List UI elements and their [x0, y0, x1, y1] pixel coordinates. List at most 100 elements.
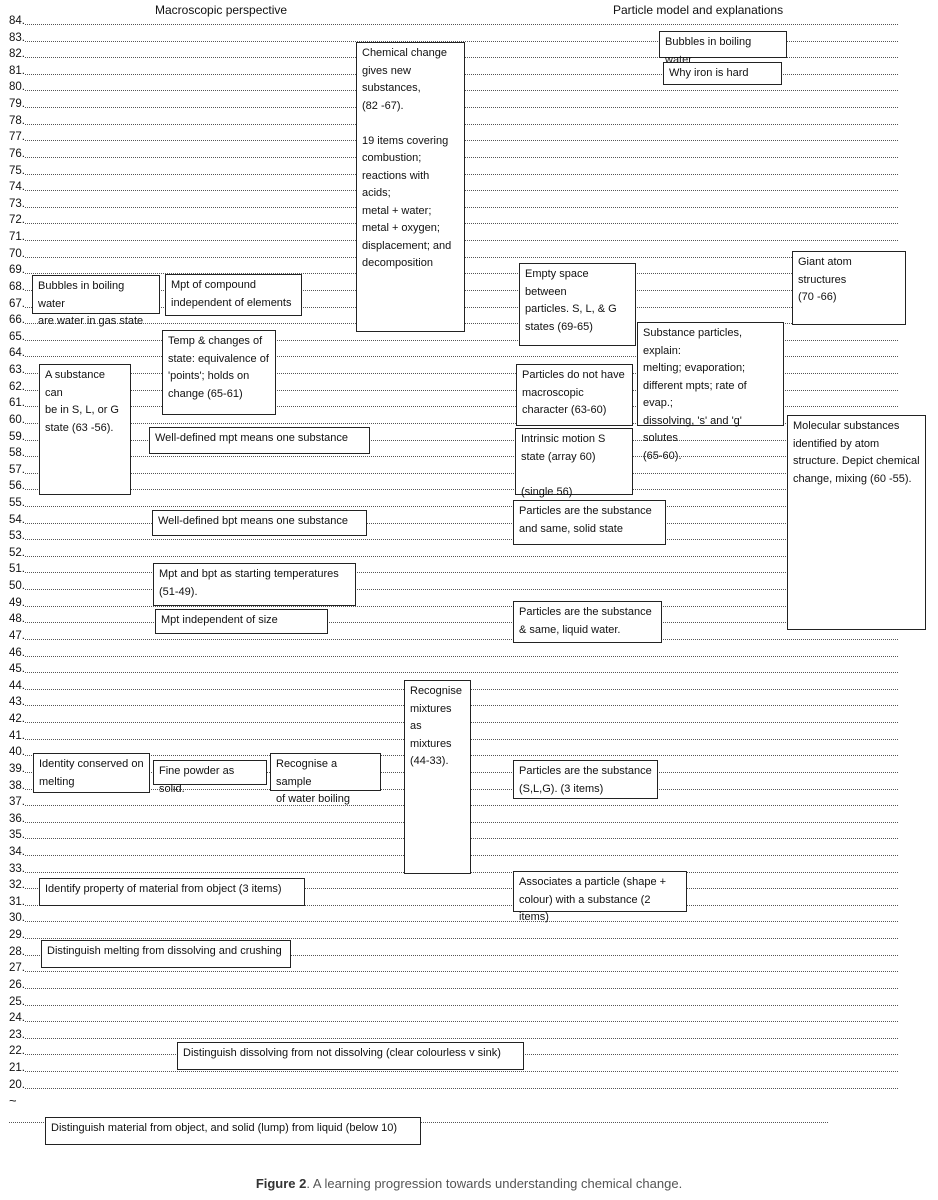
mpt-size-box: Mpt independent of size — [155, 609, 328, 634]
bubbles-boiling-particle-box: Bubbles in boiling water — [659, 31, 787, 66]
scale-row: 71. — [0, 229, 938, 245]
scale-row-label: 81. — [9, 64, 25, 77]
scale-row-label: 33. — [9, 862, 25, 875]
scale-row-dotted-line — [25, 1004, 898, 1006]
molecular-substances-box: Molecular substances identified by atom … — [787, 415, 926, 630]
scale-row: 75. — [0, 163, 938, 179]
scale-row-label: 50. — [9, 580, 25, 593]
scale-row-label: 39. — [9, 762, 25, 775]
scale-row-label: 69. — [9, 264, 25, 277]
scale-row: 73. — [0, 196, 938, 212]
scale-row-label: 20. — [9, 1078, 25, 1091]
scale-row-label: 51. — [9, 563, 25, 576]
scale-row-dotted-line — [25, 1071, 898, 1073]
empty-space-box: Empty space between particles. S, L, & G… — [519, 263, 636, 346]
scale-row-dotted-line — [25, 439, 898, 441]
scale-row-dotted-line — [25, 938, 898, 940]
scale-row: 83. — [0, 30, 938, 46]
scale-row-label: 37. — [9, 796, 25, 809]
scale-row-dotted-line — [25, 921, 898, 923]
scale-row-dotted-line — [25, 605, 898, 607]
scale-row-label: 76. — [9, 147, 25, 160]
well-defined-mpt-box: Well-defined mpt means one substance — [149, 427, 370, 454]
scale-row-label: 58. — [9, 447, 25, 460]
scale-row-label: 75. — [9, 164, 25, 177]
scale-row-dotted-line — [25, 389, 898, 391]
scale-row: 23. — [0, 1027, 938, 1043]
scale-row: 28. — [0, 944, 938, 960]
scale-row-label: 45. — [9, 663, 25, 676]
scale-row-dotted-line — [25, 40, 898, 42]
scale-row-label: 46. — [9, 646, 25, 659]
scale-row: 84. — [0, 13, 938, 29]
scale-row-label: 60. — [9, 413, 25, 426]
mpt-bpt-start-box: Mpt and bpt as starting temperatures (51… — [153, 563, 356, 606]
scale-row-label: 30. — [9, 912, 25, 925]
particles-liquid-box: Particles are the substance & same, liqu… — [513, 601, 662, 643]
scale-row: 57. — [0, 462, 938, 478]
scale-row-label: 83. — [9, 31, 25, 44]
scale-row-label: 77. — [9, 131, 25, 144]
scale-row-label: 22. — [9, 1045, 25, 1058]
scale-row-dotted-line — [25, 622, 898, 624]
scale-row: 56. — [0, 478, 938, 494]
scale-row: 63. — [0, 362, 938, 378]
scale-row-label: 82. — [9, 48, 25, 61]
scale-row-label: 52. — [9, 546, 25, 559]
associates-particle-box: Associates a particle (shape + colour) w… — [513, 871, 687, 923]
scale-row-label: 24. — [9, 1012, 25, 1025]
figure-caption-text: . A learning progression towards underst… — [306, 1176, 683, 1191]
scale-row-label: 66. — [9, 314, 25, 327]
particles-solid-box: Particles are the substance and same, so… — [513, 500, 666, 545]
scale-row-label: 25. — [9, 995, 25, 1008]
scale-row: 55. — [0, 495, 938, 511]
scale-row-dotted-line — [25, 589, 898, 591]
figure-caption-label: Figure 2 — [255, 1176, 307, 1191]
scale-row-label: 34. — [9, 846, 25, 858]
scale-row: 65. — [0, 329, 938, 345]
scale-row-label: 73. — [9, 197, 25, 210]
scale-row-label: 31. — [9, 895, 25, 908]
scale-row-dotted-line — [25, 456, 898, 458]
substance-states-box: A substance can be in S, L, or G state (… — [39, 364, 131, 495]
scale-row-label: 44. — [9, 679, 25, 692]
scale-row-label: 42. — [9, 713, 25, 726]
scale-row-label: 67. — [9, 297, 25, 310]
recognise-mixtures-box: Recognise mixtures as mixtures (44-33). — [404, 680, 471, 874]
well-defined-bpt-box: Well-defined bpt means one substance — [152, 510, 367, 536]
scale-row-label: 79. — [9, 98, 25, 111]
scale-row: 30. — [0, 910, 938, 926]
scale-row: 80. — [0, 79, 938, 95]
scale-row: 32. — [0, 877, 938, 893]
scale-row: 53. — [0, 528, 938, 544]
scale-row-label: 70. — [9, 247, 25, 260]
scale-row-label: 56. — [9, 480, 25, 493]
scale-row-label: 74. — [9, 181, 25, 194]
scale-row-label: 32. — [9, 879, 25, 892]
chemical-change-box: Chemical change gives new substances, (8… — [356, 42, 465, 332]
scale-row-dotted-line — [25, 472, 898, 474]
scale-row: 81. — [0, 63, 938, 79]
scale-row: 51. — [0, 561, 938, 577]
scale-row: 29. — [0, 927, 938, 943]
identify-property-box: Identify property of material from objec… — [39, 878, 305, 906]
scale-row: 58. — [0, 445, 938, 461]
scale-row-dotted-line — [25, 954, 898, 956]
giant-atom-box: Giant atom structures (70 -66) — [792, 251, 906, 325]
scale-row-label: 29. — [9, 929, 25, 942]
scale-row-dotted-line — [25, 406, 898, 408]
scale-row-dotted-line — [25, 539, 898, 541]
scale-row: 24. — [0, 1010, 938, 1026]
scale-row-dotted-line — [25, 24, 898, 25]
scale-row-label: 62. — [9, 380, 25, 393]
scale-row: 31. — [0, 894, 938, 910]
scale-row-label: 48. — [9, 613, 25, 626]
substance-particles-box: Substance particles, explain: melting; e… — [637, 322, 784, 462]
macroscopic-header: Macroscopic perspective — [155, 3, 288, 17]
scale-row-dotted-line — [25, 572, 898, 574]
particle-model-header: Particle model and explanations — [613, 3, 784, 17]
figure-caption: Figure 2. A learning progression towards… — [0, 1176, 938, 1191]
distinguish-melting-box: Distinguish melting from dissolving and … — [41, 940, 291, 968]
scale-row-label: 36. — [9, 812, 25, 825]
scale-row-label: 68. — [9, 280, 25, 293]
